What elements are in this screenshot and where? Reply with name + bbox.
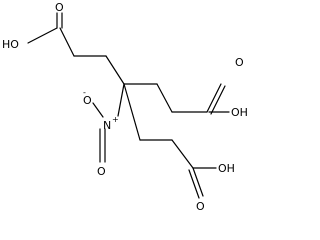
arm-right-upper [123, 83, 230, 115]
label-o-bottom: O [196, 200, 205, 213]
bond-c9-o-double-b [188, 169, 200, 199]
label-n-nitro: N [103, 119, 111, 132]
bond-ccenter-n [117, 83, 125, 117]
bond-c4-c5 [156, 83, 173, 113]
label-minus-sign: - [83, 88, 86, 97]
label-plus-sign: + [112, 115, 119, 124]
bond-n-o-minus [92, 102, 104, 118]
arm-lower [123, 83, 217, 199]
bond-c6-o-double-b [210, 85, 226, 115]
label-o-nitro-minus: O [83, 94, 92, 107]
bond-ho-c1 [27, 27, 58, 44]
nitro-group [92, 83, 125, 163]
bond-c9-o-double-a [192, 167, 204, 197]
label-o-nitro-bottom: O [97, 165, 106, 178]
label-oh-right-upper: OH [231, 106, 248, 119]
label-o-top-left: O [55, 1, 64, 14]
bond-c8-c9 [171, 139, 194, 169]
label-o-top-right: O [235, 56, 244, 69]
arm-top-left [27, 12, 125, 85]
label-oh-top-left: HO [2, 38, 19, 51]
structure-canvas: HO O O OH O - N + O OH O [2, 1, 248, 213]
bond-c3-ccenter [105, 55, 125, 85]
bond-c6-o-double-a [206, 83, 222, 113]
label-oh-right-lower: OH [218, 162, 235, 175]
bond-ccenter-c7 [123, 83, 141, 141]
bond-c1-c2 [59, 27, 75, 57]
